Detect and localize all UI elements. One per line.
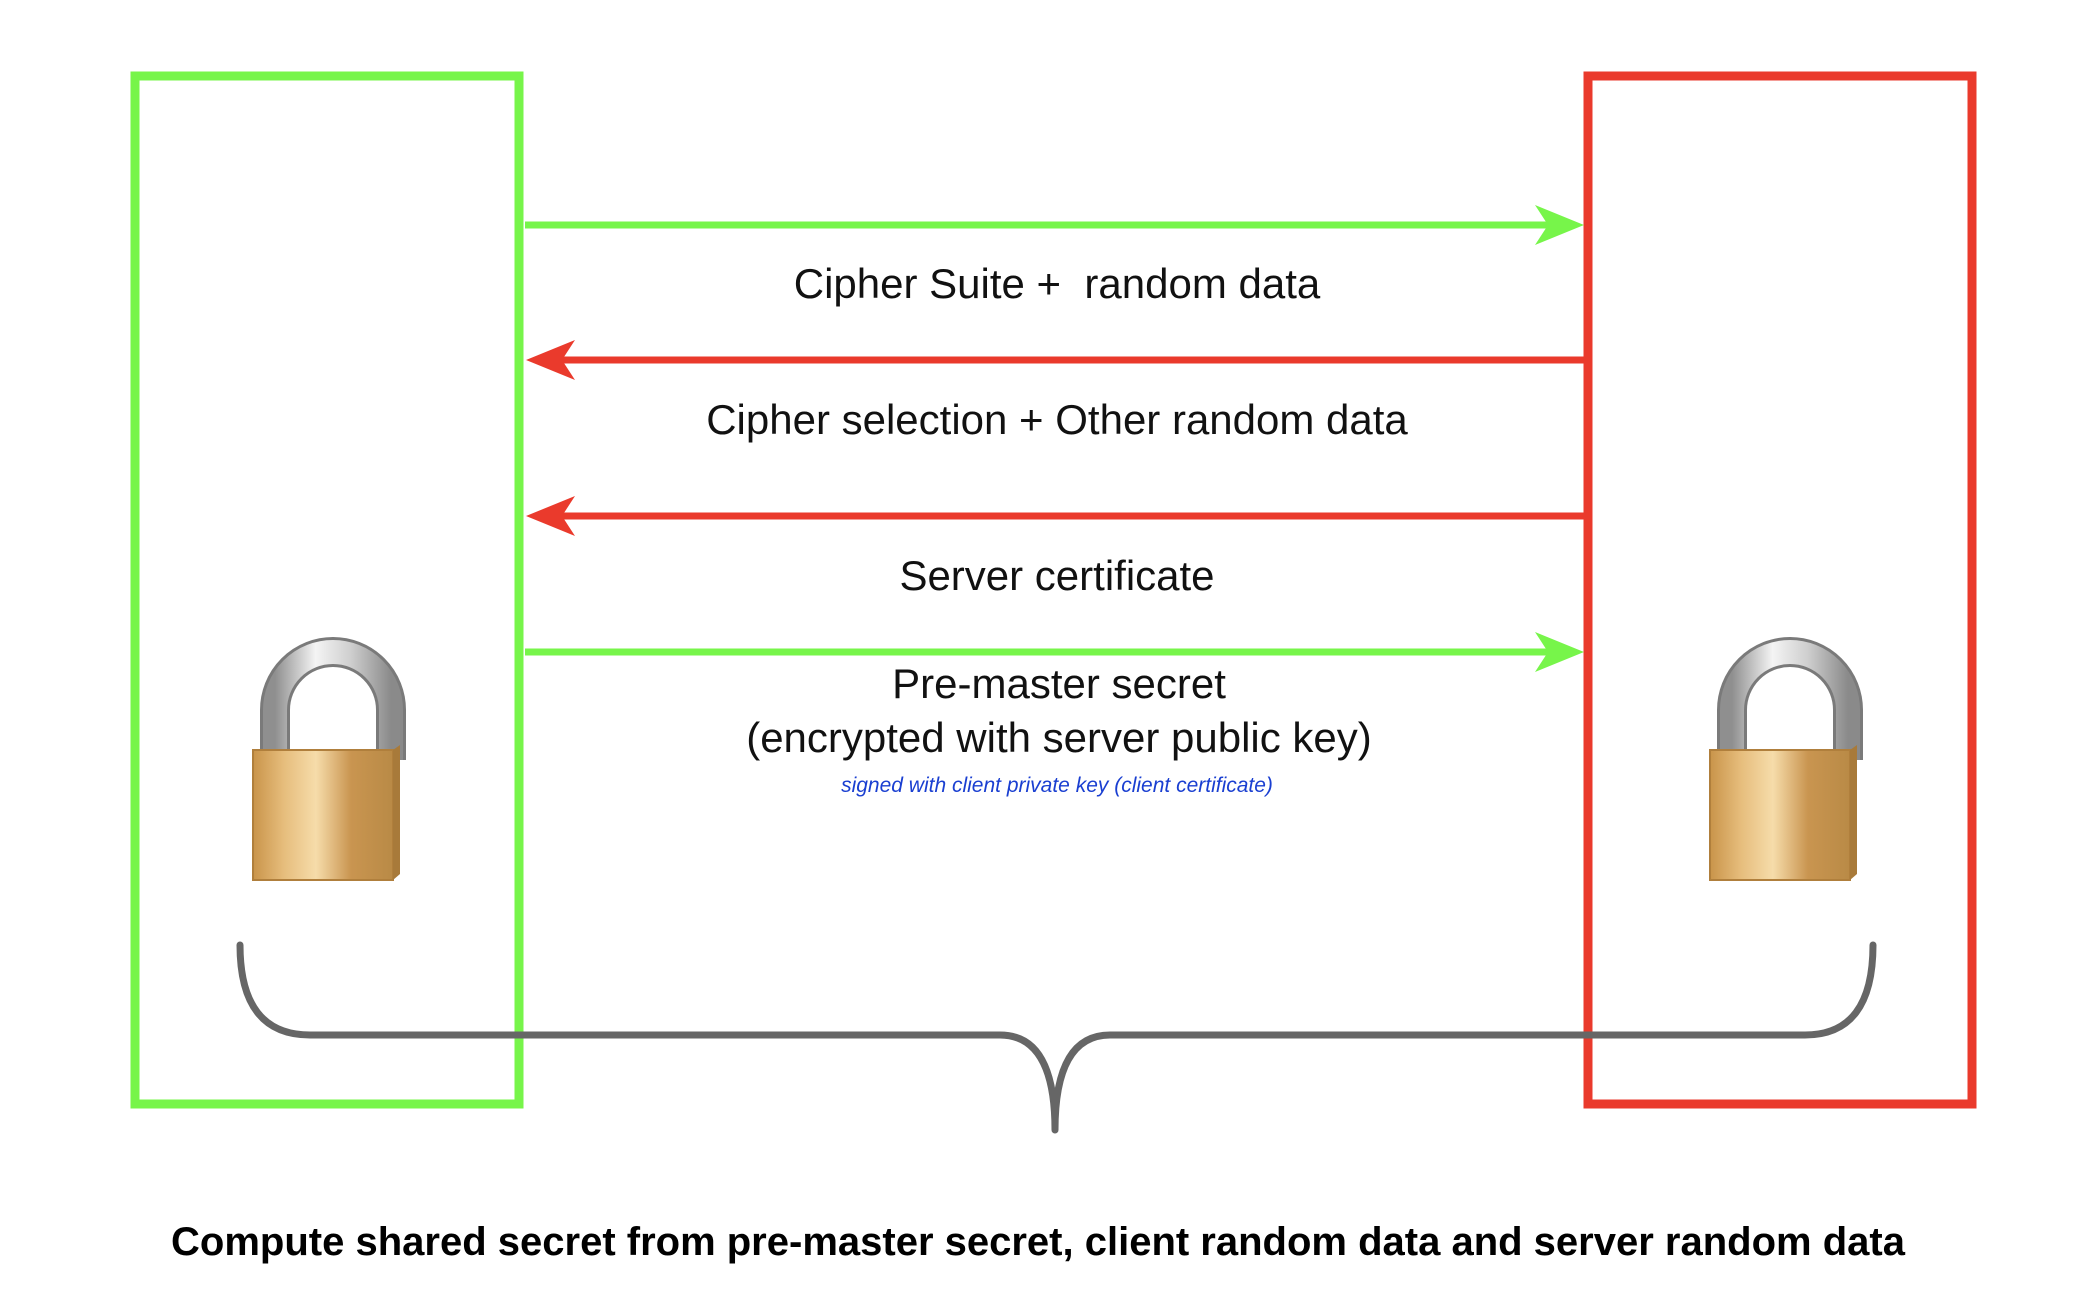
message-note-client-signature: signed with client private key (client c… [841,774,1273,797]
server-padlock-icon [1709,637,1863,881]
client-box [130,71,524,1109]
arrow-pre-master-secret [525,632,1584,672]
client-padlock-icon [252,637,406,881]
message-label-pre-master-secret: Pre-master secret [892,660,1226,707]
arrow-client-hello [525,205,1584,245]
combine-brace [236,941,1877,1134]
shared-secret-caption: Compute shared secret from pre-master se… [171,1220,1906,1264]
server-box [1583,71,1977,1109]
arrowhead-left-icon [526,340,575,380]
arrow-server-certificate [526,496,1584,536]
message-label-server-certificate: Server certificate [899,552,1214,599]
message-label-encrypted-with-public-key: (encrypted with server public key) [746,714,1372,761]
arrowhead-left-icon [526,496,575,536]
arrow-server-hello [526,340,1584,380]
message-label-cipher-selection: Cipher selection + Other random data [706,396,1408,443]
arrowhead-right-icon [1535,632,1584,672]
arrowhead-right-icon [1535,205,1584,245]
message-label-cipher-suite: Cipher Suite + random data [794,260,1321,307]
